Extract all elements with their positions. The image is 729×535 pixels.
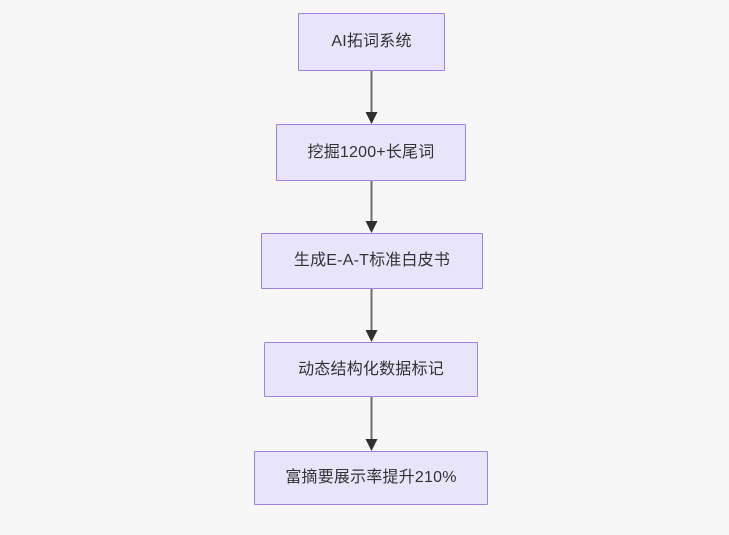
edge-n2-n3: [365, 181, 378, 233]
node-label: 挖掘1200+长尾词: [307, 143, 435, 161]
flowchart-node-structured-data-markup[interactable]: 动态结构化数据标记: [264, 342, 478, 397]
edge-n1-n2: [365, 71, 378, 124]
flowchart-node-longtail-keywords[interactable]: 挖掘1200+长尾词: [276, 124, 466, 181]
node-label: 生成E-A-T标准白皮书: [293, 252, 451, 269]
node-label: 动态结构化数据标记: [298, 360, 444, 378]
flowchart-node-ai-keyword-system[interactable]: AI拓词系统: [298, 13, 445, 71]
flowchart-node-eat-whitepaper[interactable]: 生成E-A-T标准白皮书: [261, 233, 483, 289]
flowchart-node-rich-snippet-result[interactable]: 富摘要展示率提升210%: [254, 451, 488, 505]
edge-n3-n4: [365, 289, 378, 342]
node-label: 富摘要展示率提升210%: [285, 469, 457, 486]
node-label: AI拓词系统: [331, 33, 412, 50]
edge-n4-n5: [365, 397, 378, 451]
